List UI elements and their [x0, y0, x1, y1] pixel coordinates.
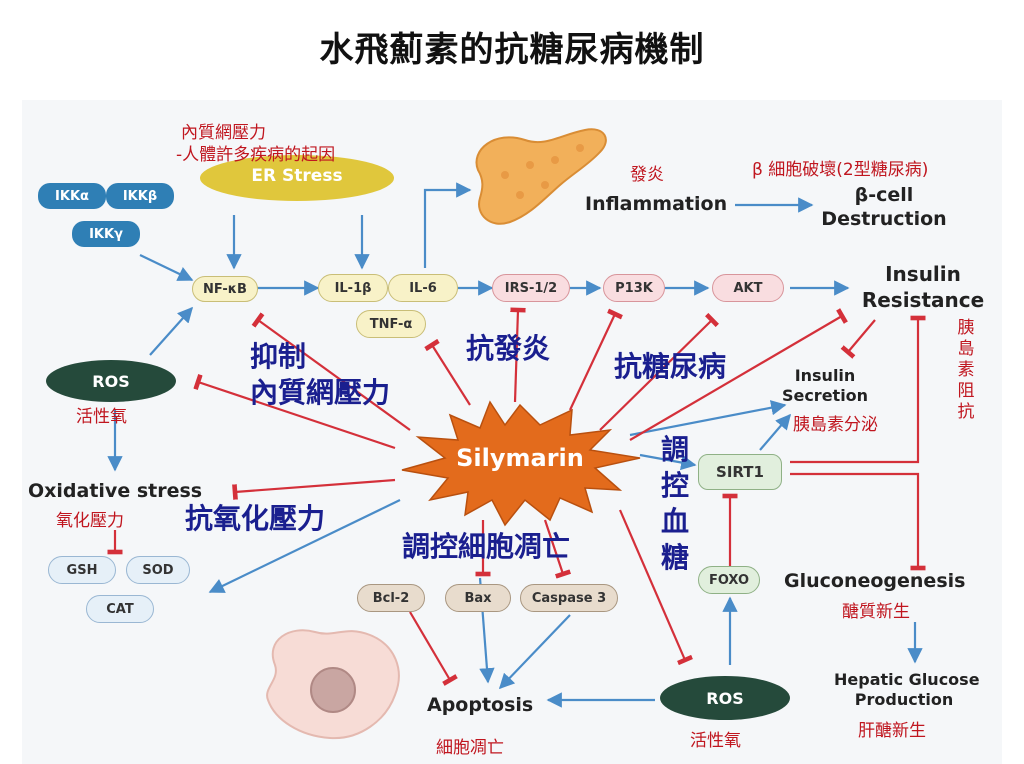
insulin-secretion-1: Insulin	[794, 366, 856, 385]
ros-bottom-oval: ROS	[660, 676, 790, 720]
er-stress-label: ER Stress	[251, 166, 343, 186]
silymarin-label: Silymarin	[456, 444, 584, 472]
er-stress-zh-1: 內質網壓力	[181, 123, 266, 143]
cat-pill: CAT	[86, 595, 154, 623]
bax-pill: Bax	[445, 584, 511, 612]
bcl2-pill: Bcl-2	[357, 584, 425, 612]
akt-pill: AKT	[712, 274, 784, 302]
p13k-pill: P13K	[603, 274, 665, 302]
oxidative-stress-label: Oxidative stress	[28, 480, 203, 502]
ikk-beta-pill: IKKβ	[106, 183, 174, 209]
caspase3-pill: Caspase 3	[520, 584, 618, 612]
bcell-label-1: β-cell	[854, 184, 914, 206]
ikk-gamma-pill: IKKγ	[72, 221, 140, 247]
hepatic-glucose-2: Production	[854, 690, 954, 709]
ikk-alpha-pill: IKKα	[38, 183, 106, 209]
tnfa-pill: TNF-α	[356, 310, 426, 338]
pancreas-icon	[475, 128, 607, 225]
antioxidant: 抗氧化壓力	[185, 502, 326, 535]
sirt1-box: SIRT1	[698, 454, 782, 490]
insulin-resistance-2: Resistance	[861, 288, 985, 312]
er-stress-zh-2: -人體許多疾病的起因	[176, 145, 336, 165]
hepatic-glucose-zh: 肝醣新生	[858, 721, 926, 741]
page-title: 水飛薊素的抗糖尿病機制	[319, 30, 705, 70]
ros-bottom-zh: 活性氧	[690, 731, 741, 751]
ros-top-oval: ROS	[46, 360, 176, 402]
silymarin-burst	[401, 400, 641, 527]
inhibit-er-stress-1: 抑制	[250, 340, 307, 373]
irs-pill: IRS-1/2	[492, 274, 570, 302]
cell-icon	[266, 629, 400, 740]
regulate-glucose: 調控血糖	[660, 433, 689, 574]
inhibit-er-stress-2: 內質網壓力	[250, 376, 391, 409]
il1b-pill: IL-1β	[318, 274, 388, 302]
gsh-pill: GSH	[48, 556, 116, 584]
insulin-resistance-1: Insulin	[885, 262, 961, 286]
inflammation-zh: 發炎	[630, 165, 664, 185]
er-stress-oval	[200, 155, 394, 201]
bcell-label-2: Destruction	[821, 208, 947, 230]
sod-pill: SOD	[126, 556, 190, 584]
hepatic-glucose-1: Hepatic Glucose	[834, 670, 980, 689]
insulin-resistance-zh: 胰島素阻抗	[957, 318, 975, 422]
gluconeogenesis-zh: 醣質新生	[842, 602, 910, 622]
ros-top-zh: 活性氧	[76, 407, 127, 427]
apoptosis-label: Apoptosis	[427, 694, 534, 716]
apoptosis-zh: 細胞凋亡	[436, 738, 504, 758]
il6-pill: IL-6	[388, 274, 458, 302]
insulin-secretion-2: Secretion	[781, 386, 869, 405]
inflammation-label: Inflammation	[585, 193, 728, 215]
nfkb-pill: NF-κB	[192, 276, 258, 302]
bcell-zh: β 細胞破壞(2型糖尿病)	[752, 160, 929, 180]
anti-inflammation: 抗發炎	[466, 332, 551, 365]
anti-diabetes: 抗糖尿病	[614, 350, 727, 383]
regulate-apoptosis: 調控細胞凋亡	[402, 530, 571, 563]
activation-arrows	[107, 182, 923, 708]
foxo-pill: FOXO	[698, 566, 760, 594]
inhibition-lines	[107, 307, 926, 686]
gluconeogenesis-label: Gluconeogenesis	[784, 570, 966, 592]
oxidative-stress-zh: 氧化壓力	[56, 511, 124, 531]
insulin-secretion-zh: 胰島素分泌	[793, 415, 878, 435]
